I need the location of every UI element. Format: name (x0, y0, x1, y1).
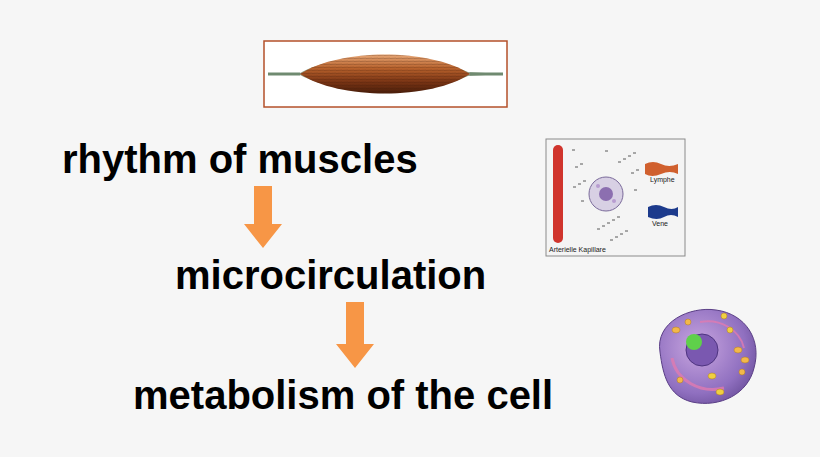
step-label: metabolism of the cell (133, 372, 553, 418)
picture-label: Arterielle Kapillare (549, 246, 606, 254)
step-text-node: rhythm of muscles (62, 136, 418, 182)
muscle-picture (264, 41, 507, 107)
step-label: microcirculation (175, 252, 486, 298)
block-arrow (244, 186, 282, 248)
picture-label: Vene (652, 220, 668, 228)
step-text-node: microcirculation (175, 252, 486, 298)
block-arrow (336, 302, 374, 368)
step-text-node: metabolism of the cell (133, 372, 553, 418)
picture-label: Lymphe (650, 176, 675, 184)
capillary-picture (546, 139, 685, 256)
cell-picture (660, 309, 757, 403)
step-label: rhythm of muscles (62, 136, 418, 182)
